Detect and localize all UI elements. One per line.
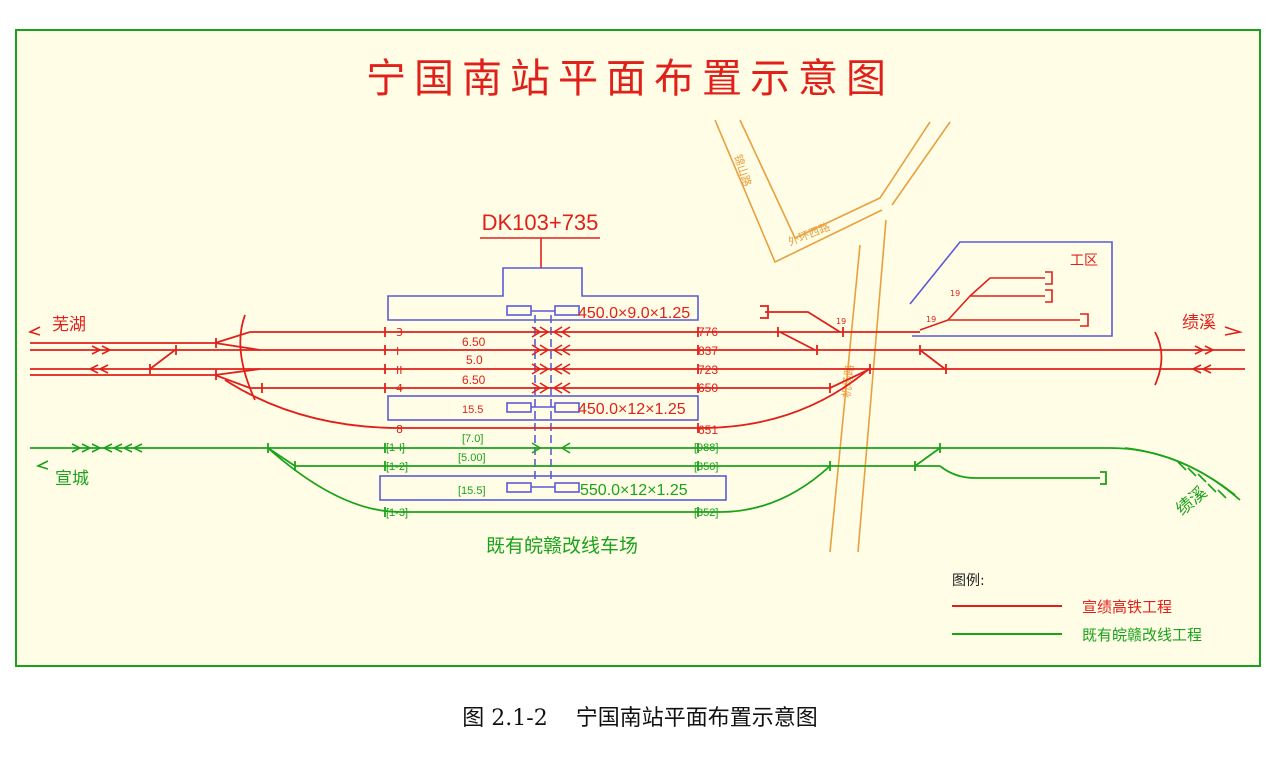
red-direction-arrows	[27, 326, 1244, 394]
figure-title: 宁国南站平面布置示意图	[575, 706, 818, 731]
platform-bottom	[379, 475, 727, 501]
road-jichang-edge-b	[891, 121, 951, 206]
legend-title: 图例:	[952, 573, 985, 589]
road-jinshan-edge-a	[714, 119, 883, 264]
red-length-4: 650	[698, 381, 718, 395]
green-track-label-3: [1-3]	[386, 507, 408, 519]
road-label-jichang: 机场路	[839, 364, 856, 398]
green-track-1-3	[267, 447, 831, 513]
green-track-network	[30, 443, 1241, 517]
work-area-label: 工区	[1070, 253, 1098, 269]
roads	[714, 119, 951, 553]
red-track-network	[30, 305, 1245, 433]
work-area-boundary	[909, 241, 1113, 337]
red-track-label-4: 4	[396, 382, 403, 395]
figure-caption: 图 2.1-2 宁国南站平面布置示意图	[0, 700, 1280, 732]
platform-bottom-dims: 550.0×12×1.25	[580, 482, 688, 499]
work-area-sidings	[919, 271, 1089, 331]
legend-label-green: 既有皖赣改线工程	[1082, 626, 1202, 644]
green-track-label-2: [1-2]	[386, 461, 408, 473]
direction-wuhu: 芜湖	[52, 315, 86, 335]
platform-top-dims: 450.0×9.0×1.25	[578, 305, 690, 322]
platform-top	[387, 267, 699, 321]
legend-label-red: 宣绩高铁工程	[1082, 598, 1172, 616]
red-spacing-3: 6.50	[462, 373, 486, 387]
platform-middle-dims: 450.0×12×1.25	[578, 401, 686, 418]
red-track-8	[224, 367, 871, 429]
switch-label-1: 19	[950, 289, 960, 298]
yard-label: 既有皖赣改线车场	[486, 535, 638, 557]
platforms	[379, 267, 727, 501]
direction-xuancheng: 宣城	[55, 469, 89, 489]
green-spacing-1: [7.0]	[462, 433, 483, 445]
red-length-2: 837	[698, 344, 718, 358]
green-insulated-joints	[267, 443, 941, 517]
chainage-label: DK103+735	[482, 210, 599, 235]
diagram-frame	[15, 29, 1261, 667]
green-track-label-1: [1-I]	[386, 442, 405, 454]
red-spacing-2: 5.0	[466, 353, 483, 367]
legend: 图例: 宣绩高铁工程 既有皖赣改线工程	[952, 573, 1202, 644]
green-length-2: [850]	[694, 461, 718, 473]
platform-bottom-width: [15.5]	[458, 485, 486, 497]
red-track-label-i: I	[396, 345, 399, 358]
figure-number: 图 2.1-2	[462, 706, 548, 731]
road-jinshan-edge-b	[739, 119, 931, 240]
green-length-3: [852]	[694, 507, 718, 519]
red-insulated-joints	[149, 327, 947, 433]
red-length-3: 723	[698, 363, 718, 377]
green-direction-arrows	[35, 442, 1227, 499]
red-length-1: 776	[698, 325, 718, 339]
station-layout-diagram: 宁国南站平面布置示意图 锦山路 外环西路 机场路 工区 19 19 19 DK1…	[15, 29, 1261, 667]
red-track-label-ii: II	[396, 364, 403, 377]
platform-middle	[387, 395, 699, 421]
diagram-title: 宁国南站平面布置示意图	[366, 56, 894, 102]
red-track-label-3: 3	[396, 326, 403, 339]
road-jichang-edge-a	[829, 244, 861, 553]
red-length-5: 651	[698, 423, 718, 437]
switch-label-3: 19	[836, 317, 846, 326]
red-spacing-1: 6.50	[462, 335, 486, 349]
road-jichang-edge-c	[857, 219, 887, 553]
red-track-label-8: 8	[396, 423, 403, 436]
direction-jixi-top: 绩溪	[1182, 313, 1216, 333]
green-length-1: [988]	[694, 442, 718, 454]
switch-label-2: 19	[926, 315, 936, 324]
green-spacing-2: [5.00]	[458, 452, 486, 464]
platform-middle-width: 15.5	[462, 404, 483, 416]
